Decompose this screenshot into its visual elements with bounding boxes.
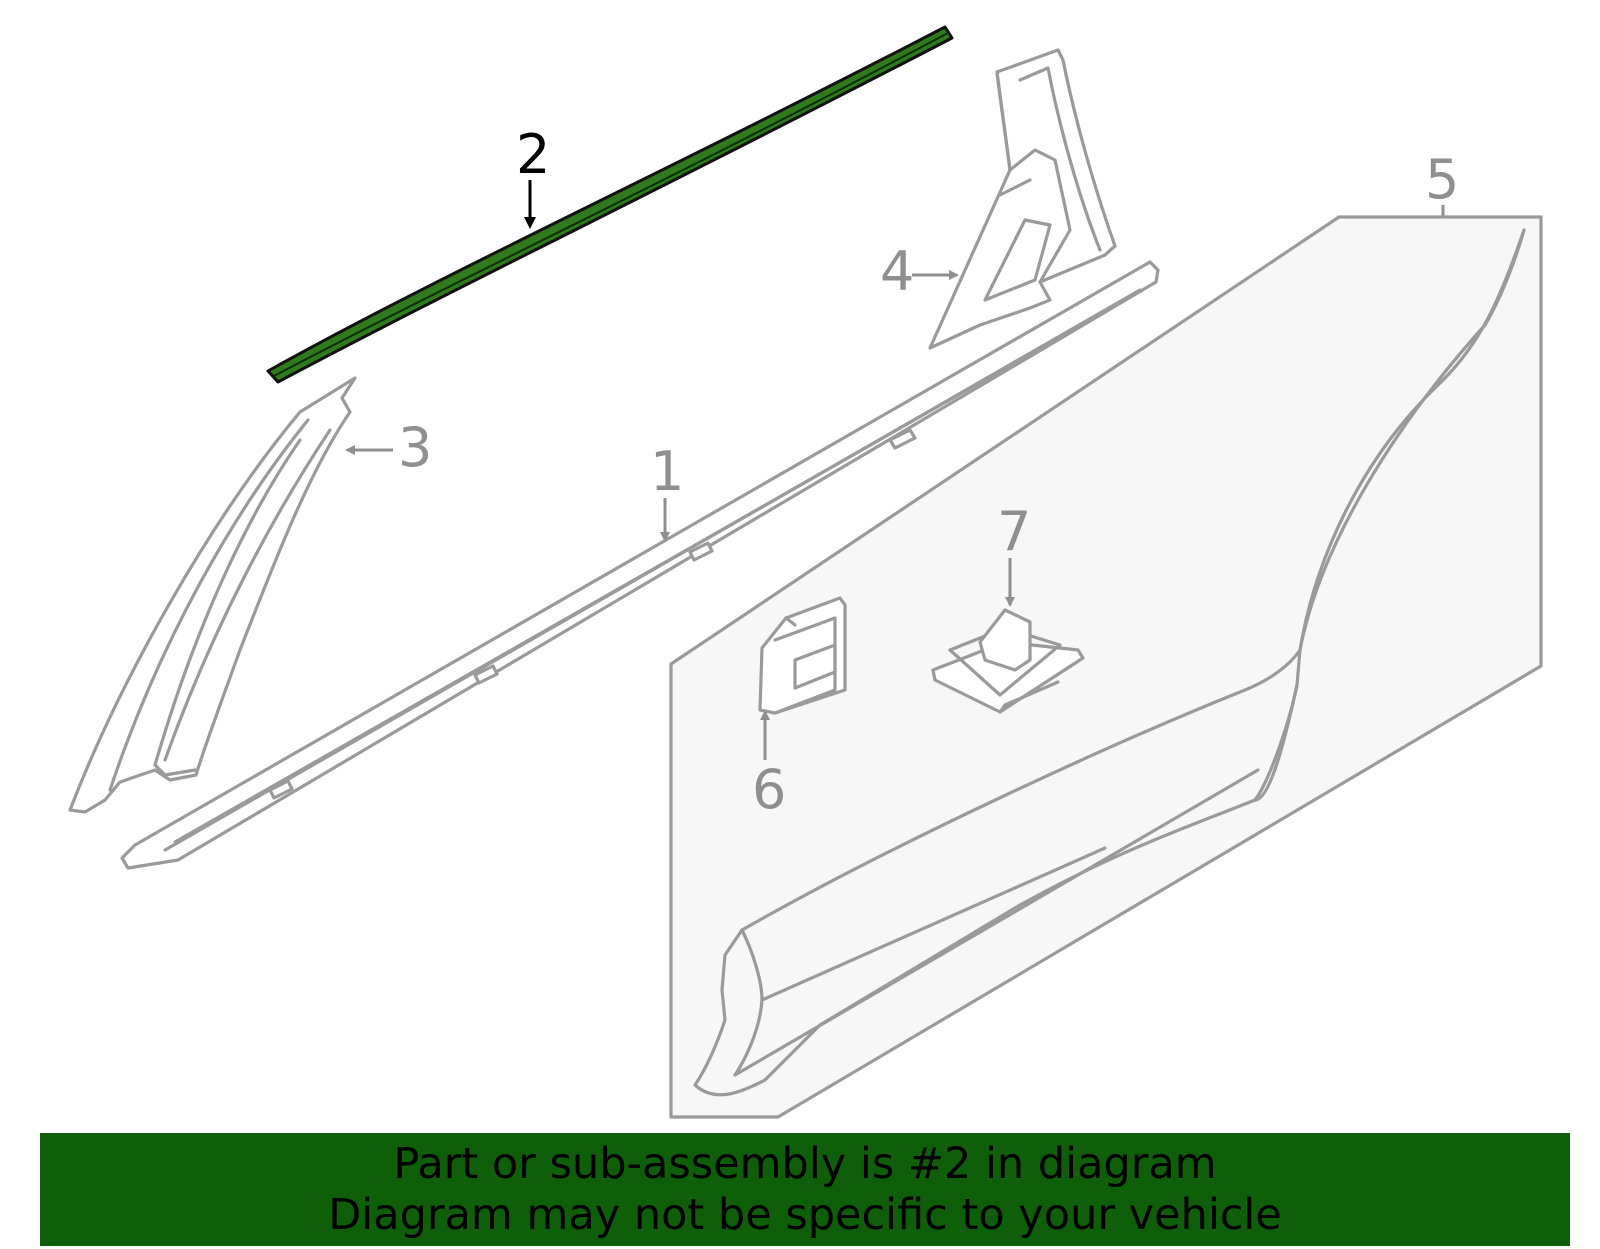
part-5-door-panel [669,215,1543,1119]
callout-6: 6 [752,758,786,821]
callout-labels: 1 2 3 4 5 6 7 [398,123,1459,821]
part-7-retainer [931,608,1085,714]
part-2-weatherstrip[interactable] [266,25,954,384]
callout-2[interactable]: 2 [516,123,550,186]
banner-line-1: Part or sub-assembly is #2 in diagram [393,1138,1217,1189]
callout-5: 5 [1425,148,1459,211]
callout-1: 1 [650,440,684,503]
part-3-pillar-trim [68,376,357,814]
callout-3: 3 [398,416,432,479]
callout-leaders [345,180,1445,760]
banner-line-2: Diagram may not be specific to your vehi… [328,1189,1282,1240]
info-banner: Part or sub-assembly is #2 in diagram Di… [40,1133,1570,1246]
part-1-belt-molding [120,260,1160,870]
part-4-pillar-bracket [928,48,1117,350]
part-6-clip [758,596,847,715]
callout-4: 4 [880,240,914,303]
callout-7: 7 [997,500,1031,563]
